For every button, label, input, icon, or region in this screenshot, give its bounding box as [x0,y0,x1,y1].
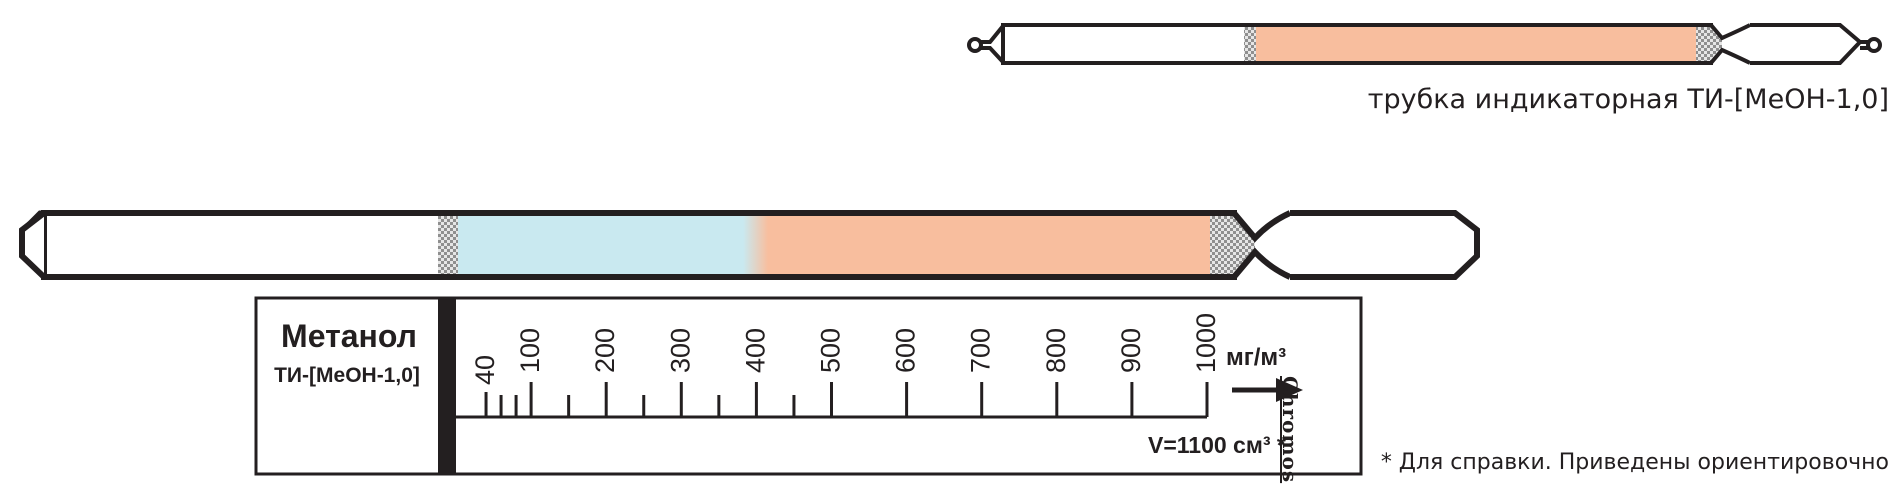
footnote: * Для справки. Приведены ориентировочно [1380,450,1889,475]
scale-tick-labels: 40 100 200 300 400 500 600 700 800 900 1000 [470,313,1221,385]
direction-arrow [1232,378,1303,402]
top-tube-left-neck [981,24,1005,64]
tick-label-900: 900 [1116,328,1146,373]
tick-label-300: 300 [665,328,695,373]
main-tube-packing-left [438,216,458,274]
tick-label-800: 800 [1041,328,1071,373]
tick-label-200: 200 [590,328,620,373]
main-tube-packing-right [1210,216,1255,274]
scale-card: 40 100 200 300 400 500 600 700 800 900 1000 [254,296,1363,476]
top-tube-packing-left [1244,27,1256,61]
top-tube-left-tip [967,37,983,53]
top-tube-packing-right [1696,27,1722,61]
tick-label-1000: 1000 [1191,313,1221,373]
scale-zero-bar [438,298,456,474]
tick-label-600: 600 [891,328,921,373]
top-tube-right-tip [1866,37,1882,53]
brand-logo: Chromos [1278,376,1302,484]
tick-label-700: 700 [966,328,996,373]
main-tube-left-bevel [19,210,47,280]
main-tube-indicator-orange [768,216,1210,274]
scale-ticks [484,382,1209,417]
top-tube-right-body [1750,23,1863,65]
top-tube-indicator-fill [1256,27,1696,61]
units-label: мг/м³ [1226,344,1287,371]
tick-label-40: 40 [470,355,500,385]
top-tube-right-waist [1709,23,1751,65]
tick-label-400: 400 [740,328,770,373]
main-tube-stain-blue [458,216,768,274]
main-indicator-tube [19,210,1480,280]
main-tube-right-body [1290,210,1480,280]
volume-label: V=1100 см³ * [1148,432,1286,458]
top-indicator-tube [967,23,1882,65]
main-tube-right-waist [1231,210,1292,280]
tick-label-500: 500 [816,328,846,373]
tube-code-label: ТИ-[МеОН-1,0] [274,364,420,387]
tick-label-100: 100 [515,328,545,373]
top-tube-caption: трубка индикаторная ТИ-[МеОН-1,0] [1367,84,1889,115]
substance-label: Метанол [281,318,417,354]
